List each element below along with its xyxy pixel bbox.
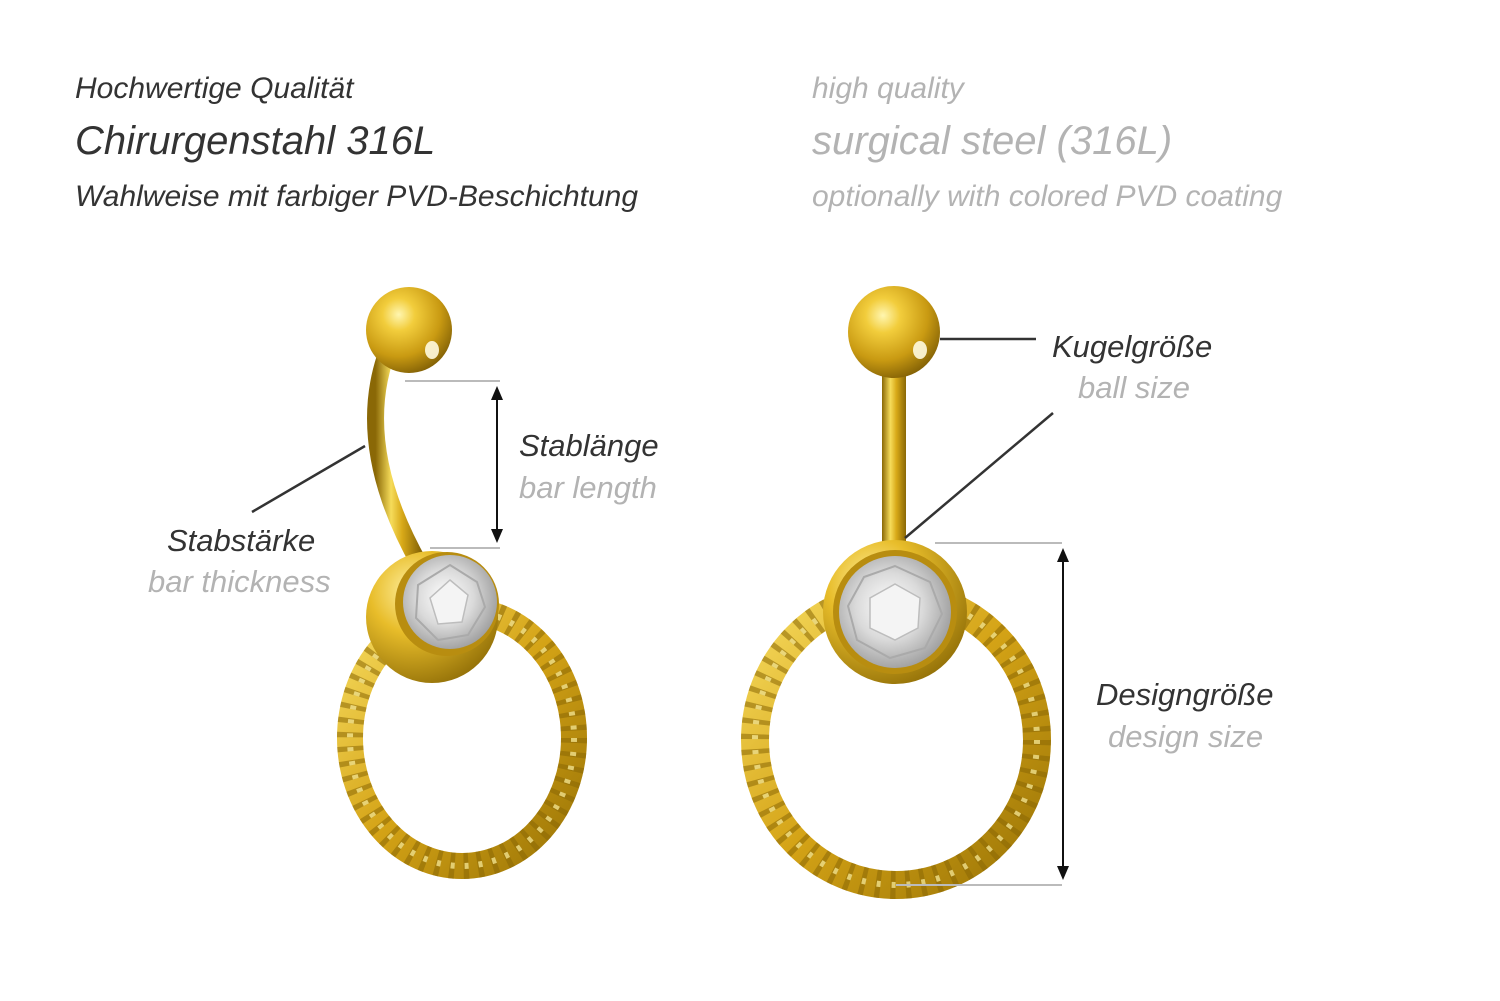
straight-belly-piercing	[741, 286, 1051, 899]
design-size-label-en: design size	[1108, 719, 1264, 754]
bar-length-guide	[405, 380, 503, 549]
bar-thickness-pointer-right	[904, 412, 1054, 539]
header-en-line3: optionally with colored PVD coating	[812, 180, 1283, 213]
header-de-line3: Wahlweise mit farbiger PVD-Beschichtung	[75, 180, 639, 213]
curved-bar	[367, 349, 429, 574]
design-size-label-de: Designgröße	[1096, 677, 1274, 712]
bar-length-label-de: Stablänge	[519, 428, 659, 463]
straight-bar	[882, 360, 906, 550]
design-size-guide	[896, 542, 1069, 886]
bar-length-label-en: bar length	[519, 470, 657, 505]
ball-size-label-de: Kugelgröße	[1052, 329, 1213, 364]
header-en-line1: high quality	[812, 72, 964, 105]
header-de-line1: Hochwertige Qualität	[75, 72, 354, 105]
top-ball	[366, 287, 452, 373]
header-en-line2: surgical steel (316L)	[812, 119, 1173, 163]
ball-size-label-en: ball size	[1078, 370, 1190, 405]
curved-belly-piercing	[337, 287, 587, 879]
top-ball	[848, 286, 940, 378]
header-de-line2: Chirurgenstahl 316L	[75, 119, 436, 163]
bar-thickness-label-en: bar thickness	[148, 564, 331, 599]
bar-thickness-label-de: Stabstärke	[167, 523, 316, 558]
bar-thickness-pointer	[251, 444, 366, 514]
